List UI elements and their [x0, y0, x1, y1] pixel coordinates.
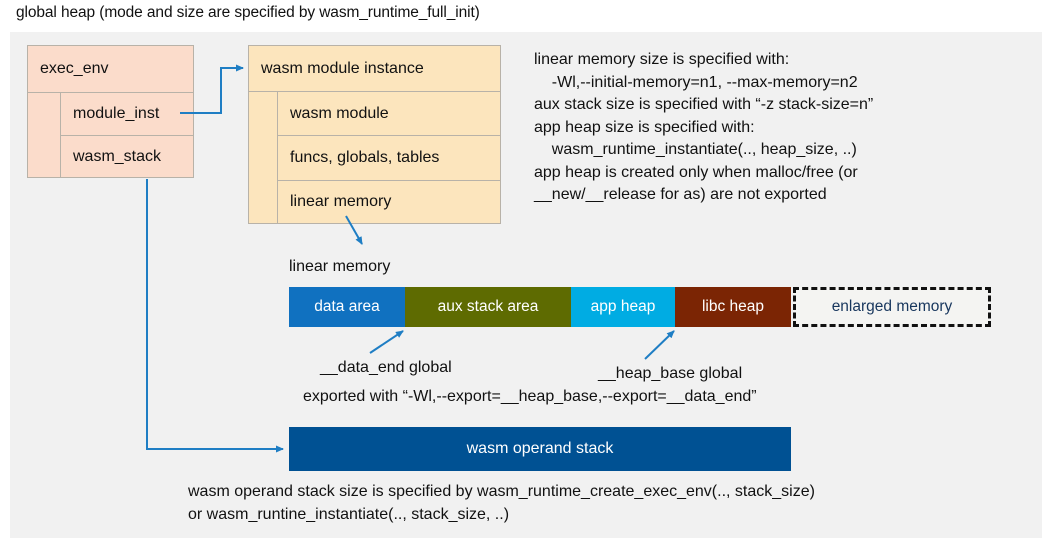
- segment-libc-heap-label: libc heap: [701, 298, 765, 315]
- module-divider-1: [249, 91, 500, 92]
- module-gutter-divider: [277, 91, 278, 223]
- exec-env-row-wasm-stack: wasm_stack: [73, 147, 162, 165]
- wasm-module-instance-box: wasm module instance wasm module funcs, …: [248, 45, 501, 224]
- exec-env-divider-2: [61, 135, 193, 136]
- data-end-global-label: __data_end global: [320, 359, 452, 376]
- segment-app-heap-label: app heap: [590, 298, 656, 315]
- module-instance-header: wasm module instance: [261, 59, 424, 77]
- exec-env-header: exec_env: [40, 60, 109, 77]
- segment-data-area: data area: [289, 287, 405, 327]
- exported-with-label: exported with “-Wl,--export=__heap_base,…: [303, 388, 757, 405]
- exec-env-divider-1: [28, 92, 193, 93]
- segment-libc-heap: libc heap: [675, 287, 791, 327]
- segment-data-area-label: data area: [314, 298, 380, 315]
- exec-env-gutter-divider: [60, 92, 61, 177]
- module-row-funcs: funcs, globals, tables: [290, 149, 440, 166]
- heap-base-global-label: __heap_base global: [598, 365, 743, 382]
- linear-memory-bar-label: linear memory: [289, 258, 391, 275]
- segment-aux-stack-area: aux stack area: [405, 287, 571, 327]
- wasm-operand-stack-box: wasm operand stack: [289, 427, 791, 471]
- module-row-wasm-module: wasm module: [290, 104, 389, 122]
- segment-enlarged-memory: enlarged memory: [793, 287, 991, 327]
- segment-app-heap: app heap: [571, 287, 675, 327]
- segment-aux-stack-area-label: aux stack area: [437, 298, 539, 315]
- wasm-operand-stack-label: wasm operand stack: [466, 440, 614, 457]
- exec-env-box: exec_env module_inst wasm_stack: [27, 45, 194, 178]
- module-divider-2: [278, 135, 500, 136]
- module-row-linear-memory: linear memory: [290, 193, 392, 210]
- operand-stack-note: wasm operand stack size is specified by …: [188, 483, 815, 523]
- page-title: global heap (mode and size are specified…: [16, 4, 480, 21]
- exec-env-row-module-inst: module_inst: [73, 105, 160, 122]
- segment-enlarged-memory-label: enlarged memory: [831, 298, 953, 315]
- linear-memory-note: linear memory size is specified with: -W…: [534, 51, 874, 203]
- module-divider-3: [278, 180, 500, 181]
